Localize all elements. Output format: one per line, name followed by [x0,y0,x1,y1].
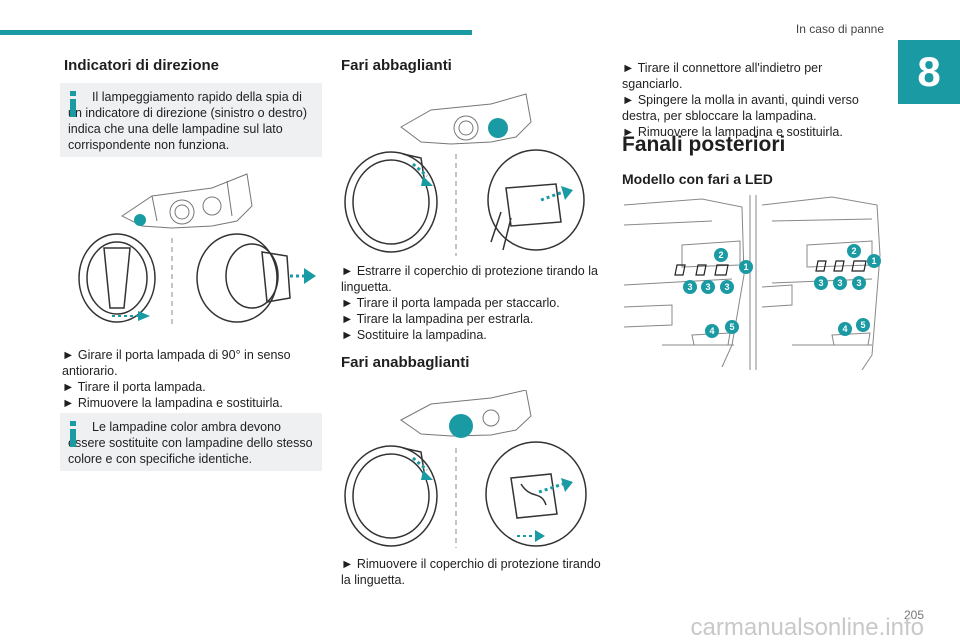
info-icon [70,421,76,447]
step-item: ► Girare il porta lampada di 90° in sens… [62,348,291,378]
step-item: ► Rimuovere la lampadina e sostituirla. [62,396,283,410]
info-text-blink: Il lampeggiamento rapido della spia di u… [68,90,308,152]
callout-1: 1 [871,256,876,266]
chapter-number-badge: 8 [898,40,960,104]
steps-high-beam: ► Estrarre il coperchio di protezione ti… [341,263,603,343]
step-item: ► Estrarre il coperchio di protezione ti… [341,264,598,294]
header-accent-bar [0,30,472,35]
page-number: 205 [903,608,924,622]
step-item: ► Tirare il porta lampada. [62,380,206,394]
step-item: ► Tirare il connettore all'indietro per … [622,61,823,91]
callout-5: 5 [860,320,865,330]
callout-3: 3 [724,282,729,292]
figure-low-beam [344,390,587,548]
watermark: carmanualsonline.info [690,614,924,641]
step-item: ► Rimuovere la lampadina e sostituirla. [622,125,843,139]
callout-3: 3 [837,278,842,288]
column-left: Indicatori di direzione [64,56,322,76]
chapter-title: In caso di panne [795,22,884,36]
info-box-blink: Il lampeggiamento rapido della spia di u… [60,83,322,157]
callout-4: 4 [842,324,847,334]
callout-3: 3 [705,282,710,292]
figure-direction-indicator [78,173,316,326]
step-item: ► Sostituire la lampadina. [341,328,487,342]
column-middle: Fari abbaglianti [341,56,603,76]
info-text-amber: Le lampadine color ambra devono essere s… [68,420,313,466]
callout-4: 4 [709,326,714,336]
callout-2: 2 [718,250,723,260]
callout-2: 2 [851,246,856,256]
steps-direction-indicators: ► Girare il porta lampada di 90° in sens… [62,347,322,411]
section-heading-rear-lights: Fanali posteriori [622,133,786,156]
figure-high-beam [344,93,585,256]
section-heading-high-beam: Fari abbaglianti [341,57,452,74]
callout-3: 3 [818,278,823,288]
section-heading-low-beam: Fari anabbaglianti [341,354,470,371]
subheading-led-model: Modello con fari a LED [622,171,773,187]
step-item: ► Tirare la lampadina per estrarla. [341,312,534,326]
callout-1: 1 [743,262,748,272]
callout-5: 5 [729,322,734,332]
step-item: ► Tirare il porta lampada per staccarlo. [341,296,560,310]
callout-3: 3 [687,282,692,292]
step-item: ► Spingere la molla in avanti, quindi ve… [622,93,859,123]
figure-rear-lights: 1 2 3 3 3 4 5 1 2 3 3 3 4 5 [623,195,881,370]
steps-low-beam: ► Rimuovere il coperchio di protezione t… [341,556,603,588]
steps-low-beam-continued: ► Tirare il connettore all'indietro per … [622,60,884,140]
step-item: ► Rimuovere il coperchio di protezione t… [341,557,601,587]
info-icon [70,91,76,117]
section-heading-direction-indicators: Indicatori di direzione [64,57,220,74]
info-box-amber: Le lampadine color ambra devono essere s… [60,413,322,471]
callout-3: 3 [856,278,861,288]
